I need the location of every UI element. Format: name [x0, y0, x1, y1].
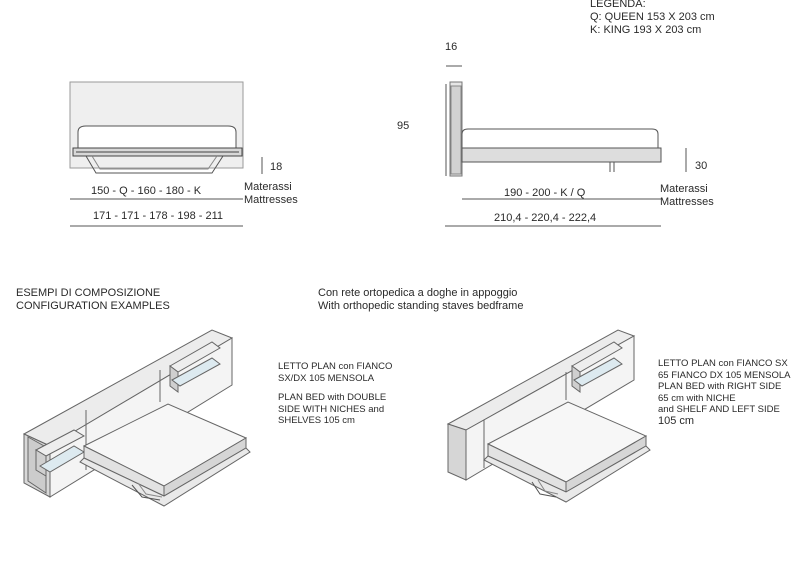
- side-mattress-label-it: Materassi: [660, 183, 708, 195]
- config-2-line-3: PLAN BED with RIGHT SIDE: [658, 381, 782, 392]
- examples-heading: ESEMPI DI COMPOSIZIONE CONFIGURATION EXA…: [16, 287, 170, 313]
- front-mattress-label-en: Mattresses: [244, 194, 298, 206]
- front-overall-dims: 171 - 171 - 178 - 198 - 211: [93, 210, 224, 222]
- side-headboard-height: 95: [397, 120, 410, 132]
- config-1-line-3: PLAN BED with DOUBLE: [278, 392, 387, 403]
- front-mattress-label-it: Materassi: [244, 181, 292, 193]
- side-mattress-label-en: Mattresses: [660, 196, 714, 208]
- examples-title-it: ESEMPI DI COMPOSIZIONE: [16, 287, 161, 299]
- config-2-line-4: 65 cm with NICHE: [658, 392, 736, 404]
- config-2-line-6: 105 cm: [658, 414, 695, 427]
- config-2-description: LETTO PLAN con FIANCO SX 65 FIANCO DX 10…: [658, 358, 791, 427]
- front-view-drawing: [69, 81, 263, 227]
- legend-queen: Q: QUEEN 153 X 203 cm: [590, 11, 715, 23]
- side-headboard-thickness: 16: [445, 41, 458, 53]
- side-overall-dims: 210,4 - 220,4 - 222,4: [494, 212, 597, 224]
- legend: LEGENDA: Q: QUEEN 153 X 203 cm K: KING 1…: [590, 0, 715, 37]
- side-length-dims: 190 - 200 - K / Q: [504, 187, 586, 199]
- side-frame-height: 30: [695, 160, 708, 172]
- config-2-line-1: LETTO PLAN con FIANCO SX: [658, 358, 788, 369]
- bedframe-note: Con rete ortopedica a doghe in appoggio …: [318, 287, 523, 313]
- legend-title: LEGENDA:: [590, 0, 646, 10]
- config-1-line-1: LETTO PLAN con FIANCO: [278, 361, 393, 372]
- side-view-drawing: [445, 65, 687, 227]
- front-mattress-label: Materassi Mattresses: [244, 181, 298, 207]
- config-1-line-2: SX/DX 105 MENSOLA: [278, 372, 375, 384]
- side-mattress-label: Materassi Mattresses: [660, 183, 714, 209]
- config-2-line-5: and SHELF AND LEFT SIDE: [658, 404, 780, 415]
- config-2-line-2: 65 FIANCO DX 105 MENSOLA: [658, 369, 791, 381]
- config-example-2-drawing: [446, 329, 651, 503]
- config-example-1-drawing: [22, 329, 251, 507]
- config-1-description: LETTO PLAN con FIANCO SX/DX 105 MENSOLA …: [278, 361, 392, 427]
- bedframe-note-it: Con rete ortopedica a doghe in appoggio: [318, 287, 518, 299]
- config-1-line-5: SHELVES 105 cm: [278, 415, 355, 426]
- front-mattress-height: 18: [270, 161, 283, 173]
- config-1-line-4: SIDE WITH NICHES and: [278, 403, 385, 415]
- legend-king: K: KING 193 X 203 cm: [590, 24, 702, 36]
- bedframe-note-en: With orthopedic standing staves bedframe: [318, 300, 524, 312]
- examples-title-en: CONFIGURATION EXAMPLES: [16, 300, 170, 312]
- front-width-dims: 150 - Q - 160 - 180 - K: [91, 185, 202, 197]
